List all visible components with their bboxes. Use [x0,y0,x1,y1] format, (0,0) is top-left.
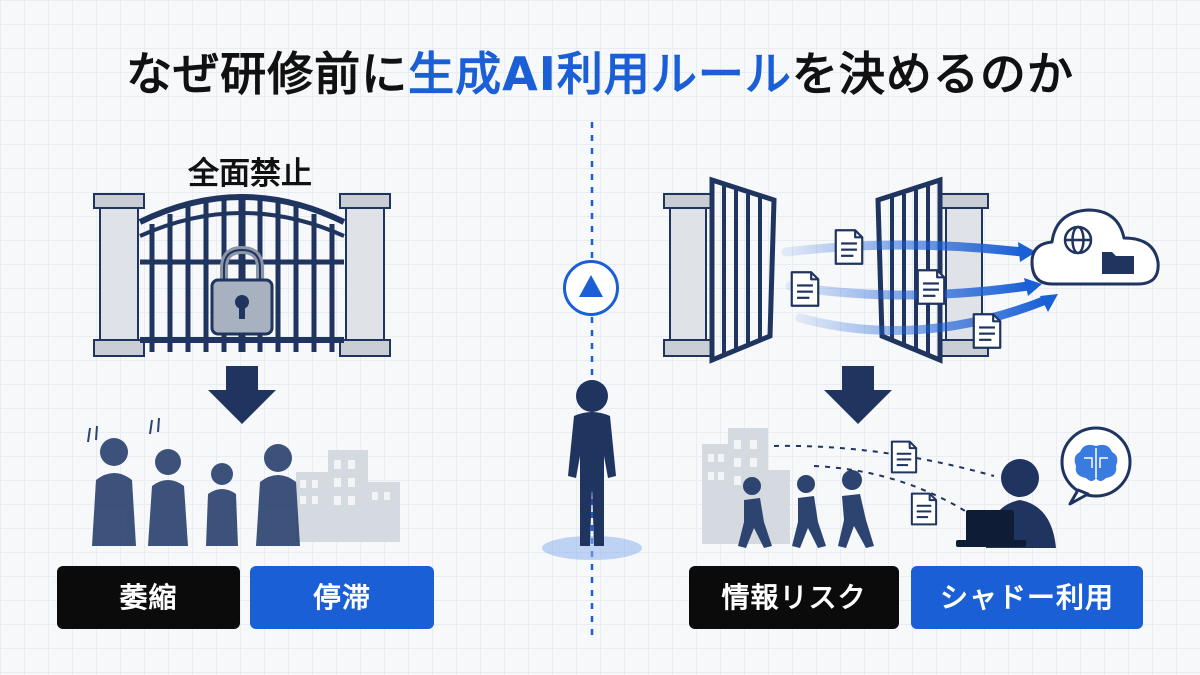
document-icon [790,271,820,307]
triangle-up-icon [579,275,603,297]
center-badge [563,260,619,316]
tag-information-risk: 情報リスク [689,566,899,629]
padlock-icon [210,245,274,336]
laptop-icon [956,510,1026,547]
document-icon [910,492,938,526]
full-ban-label: 全面禁止 [188,156,312,192]
locked-gate [93,193,391,357]
ai-brain-icon [1060,426,1132,506]
down-arrow-icon [824,366,892,424]
tag-stagnation: 停滞 [250,566,434,629]
document-icon [834,229,864,265]
document-icon [890,440,918,474]
folder-icon [1102,252,1134,274]
flow-arrowheads [1018,242,1058,312]
standing-person [568,380,616,546]
discouraged-workers [87,417,400,546]
globe-icon [1063,225,1093,255]
document-icon [972,313,1002,349]
open-gate [663,176,989,364]
title-suffix: を決めるのか [791,47,1074,101]
walking-people [738,470,874,548]
title-prefix: なぜ研修前に [126,47,409,101]
title-highlight: 生成AI利用ルール [408,47,792,101]
leak-paths [773,444,995,515]
tag-shrinkage: 萎縮 [57,566,240,629]
tag-shadow-usage: シャドー利用 [911,566,1143,629]
down-arrow-icon [208,366,276,424]
spotlight-base [542,536,642,560]
page-title: なぜ研修前に生成AI利用ルールを決めるのか [0,38,1200,104]
document-icon [916,269,946,305]
cloud-icon [1030,208,1160,286]
